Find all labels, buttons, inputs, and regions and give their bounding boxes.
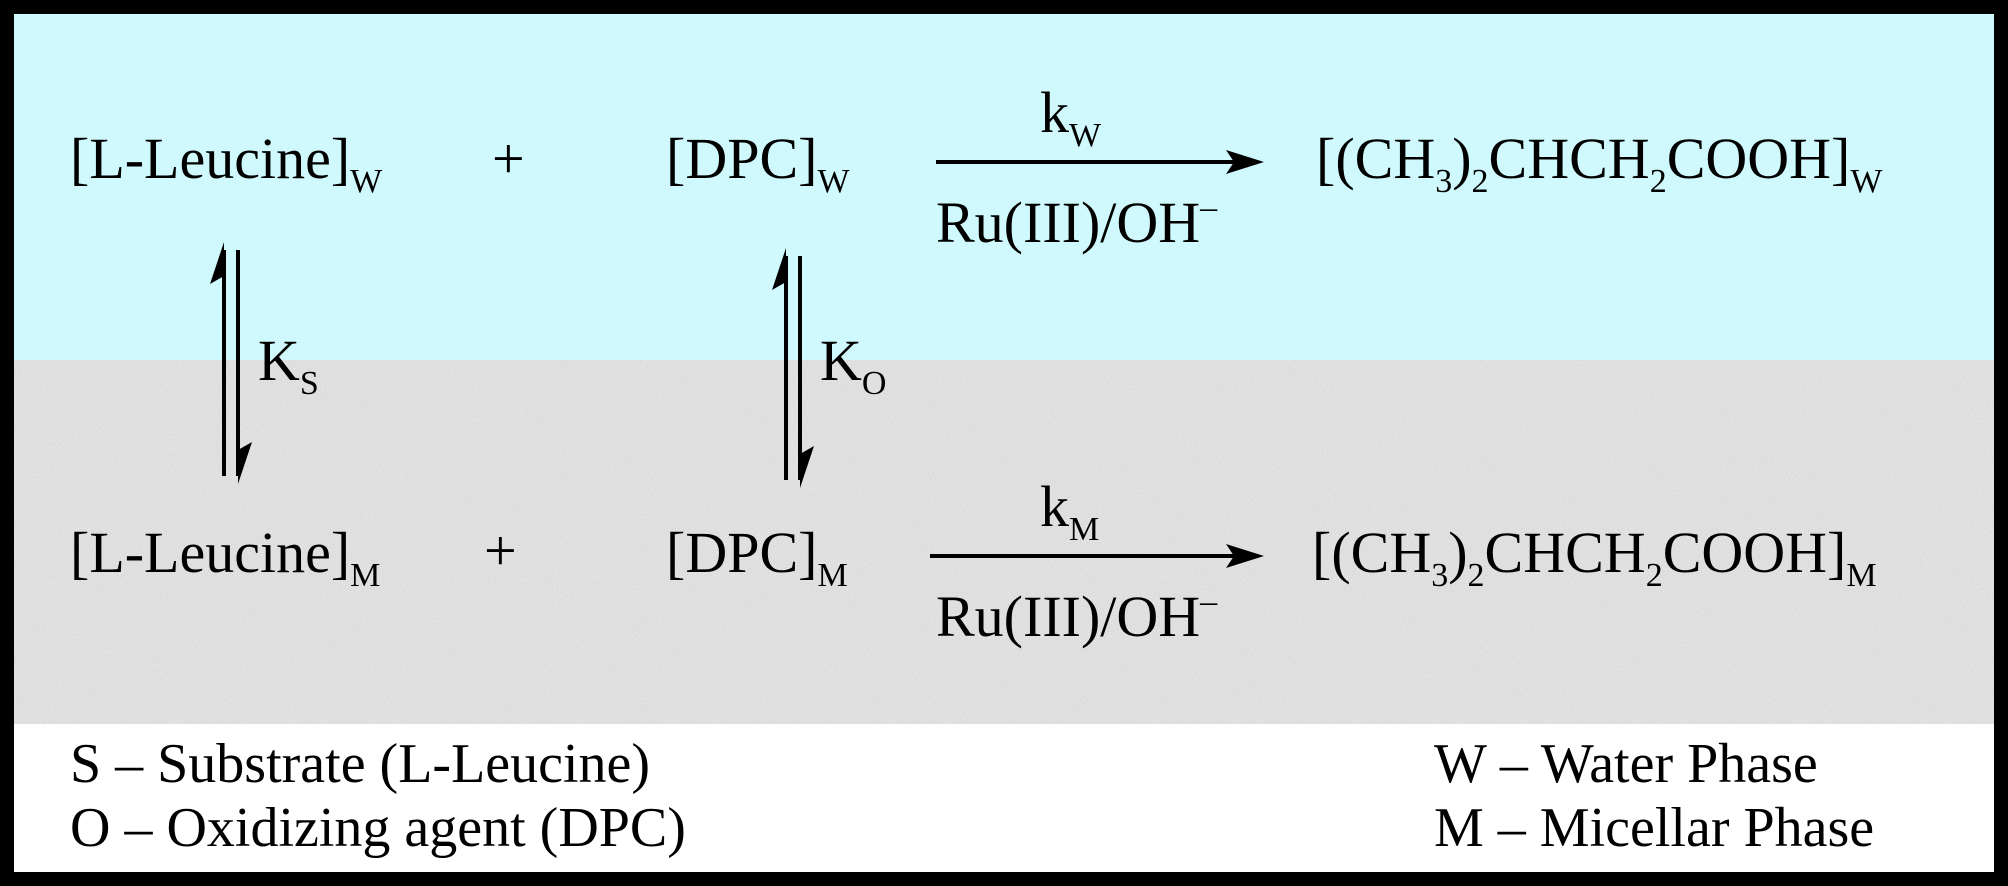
oxidant-partition-constant: KO	[820, 328, 887, 402]
micellar-phase-region	[14, 360, 1994, 724]
diagram-panel: [L-Leucine]W + [DPC]W kW Ru(III)/OH– [(C…	[14, 14, 1994, 872]
oxidant-equilibrium-arrow	[772, 248, 814, 488]
micellar-rate-constant: kM	[1040, 474, 1100, 548]
substrate-equilibrium-arrow	[210, 242, 252, 484]
water-plus: +	[492, 126, 525, 191]
legend-substrate: S – Substrate (L-Leucine)	[70, 733, 651, 795]
micellar-plus: +	[484, 518, 517, 583]
substrate-partition-constant: KS	[258, 328, 319, 402]
water-substrate: [L-Leucine]W	[70, 126, 383, 200]
micellar-reaction-arrow	[930, 544, 1264, 568]
micellar-substrate: [L-Leucine]M	[70, 520, 381, 594]
water-reaction-arrow	[936, 150, 1264, 174]
legend-micellar-phase: M – Micellar Phase	[1434, 797, 1875, 859]
water-rate-constant: kW	[1040, 80, 1102, 154]
water-product: [(CH3)2CHCH2COOH]W	[1316, 126, 1883, 200]
micellar-oxidant: [DPC]M	[666, 520, 848, 594]
legend-area	[14, 724, 1994, 872]
water-phase-region	[14, 14, 1994, 360]
reaction-arrows	[210, 150, 1264, 568]
micellar-product: [(CH3)2CHCH2COOH]M	[1312, 520, 1877, 594]
micellar-texture	[14, 360, 1994, 724]
legend-oxidant: O – Oxidizing agent (DPC)	[70, 797, 686, 859]
micellar-condition: Ru(III)/OH–	[936, 583, 1218, 649]
water-condition: Ru(III)/OH–	[936, 189, 1218, 255]
water-oxidant: [DPC]W	[666, 126, 850, 200]
legend-water-phase: W – Water Phase	[1434, 733, 1818, 795]
